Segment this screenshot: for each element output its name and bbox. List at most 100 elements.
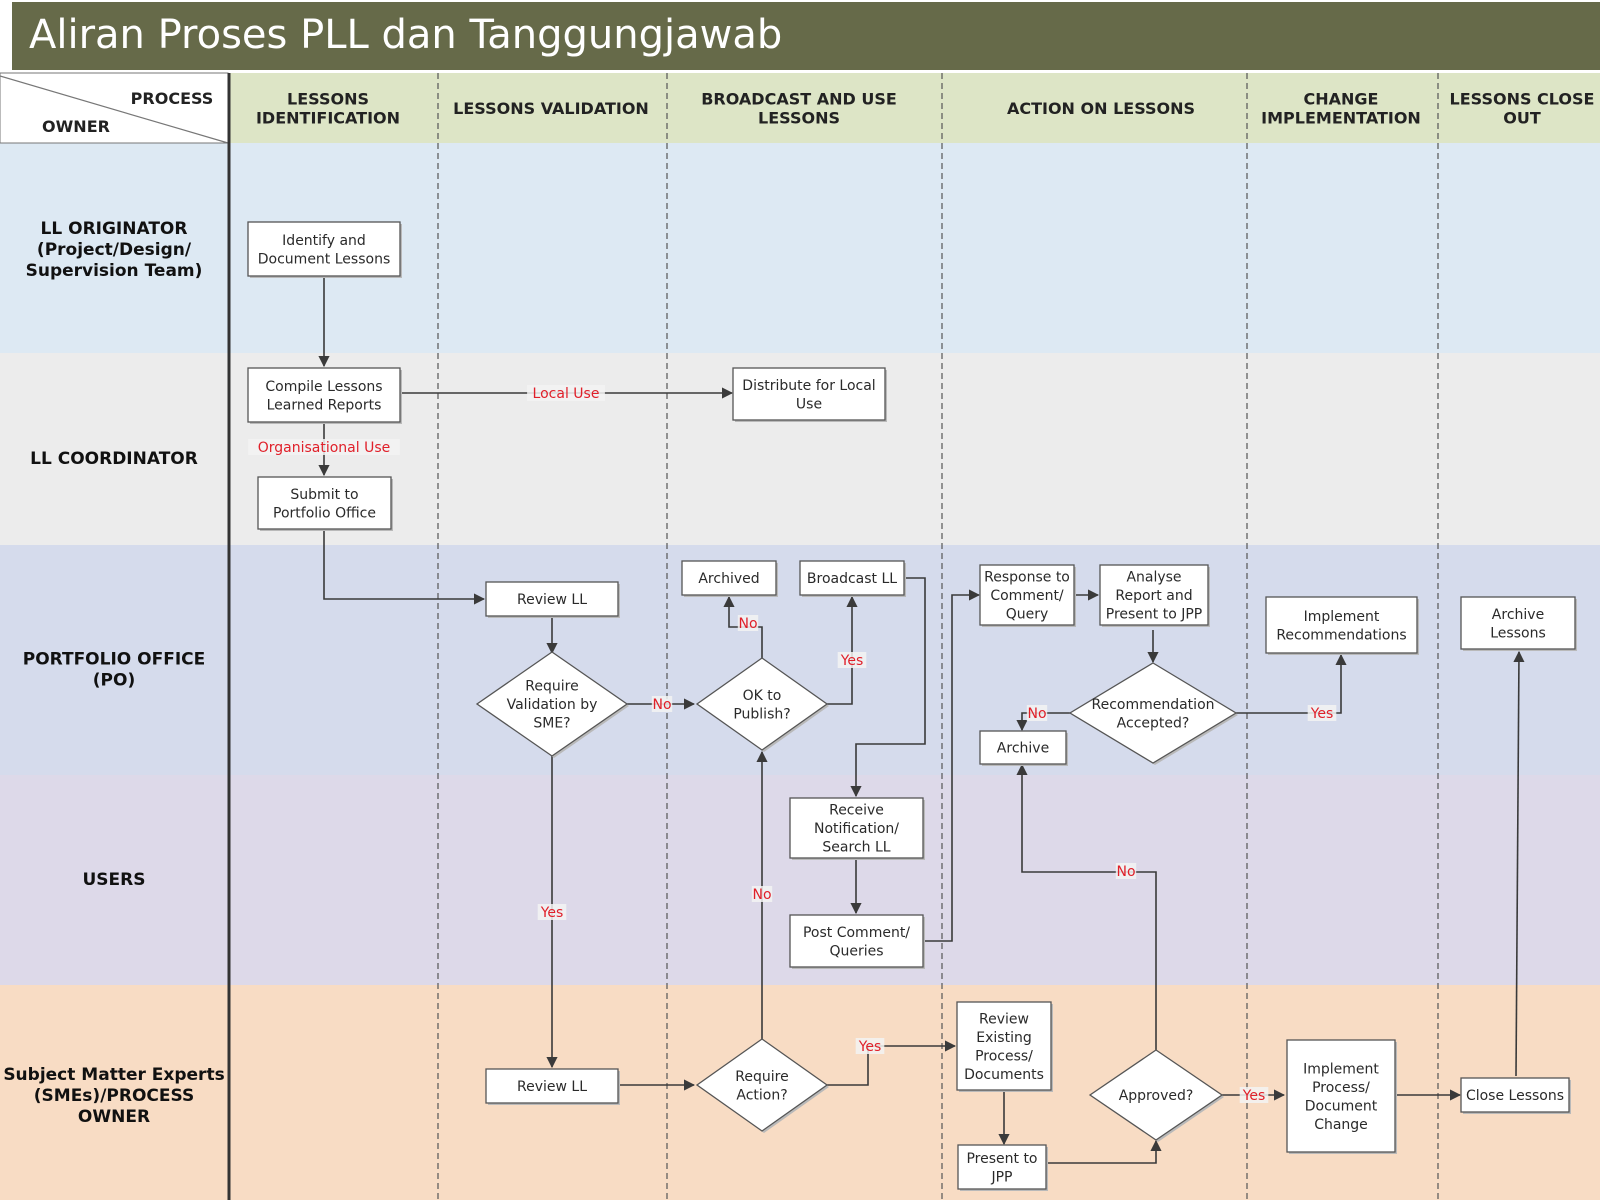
edge-label-bg bbox=[537, 904, 567, 920]
swimlane-bg bbox=[0, 143, 1600, 353]
broadcast-ll-box: Broadcast LL bbox=[799, 560, 906, 597]
edge-label: No bbox=[1116, 864, 1135, 880]
close-lessons-box: Close Lessons bbox=[1460, 1077, 1571, 1114]
edge-label: No bbox=[1027, 706, 1046, 722]
flow-arrow bbox=[1236, 653, 1347, 714]
edge-label: Organisational Use bbox=[258, 440, 391, 456]
node-label: Post Comment/Queries bbox=[803, 925, 910, 960]
flow-arrow bbox=[1020, 1139, 1162, 1164]
node-label: Review LL bbox=[517, 1079, 587, 1095]
edge-label: Yes bbox=[840, 653, 864, 669]
lane-label: LL COORDINATOR bbox=[30, 449, 198, 469]
node-shape bbox=[257, 476, 392, 530]
edge-label: Yes bbox=[858, 1039, 882, 1055]
flow-arrow bbox=[1016, 712, 1074, 732]
edge-label-bg bbox=[1307, 705, 1337, 721]
node-shape bbox=[1088, 1049, 1224, 1141]
post-comment-box: Post Comment/Queries bbox=[789, 914, 925, 969]
archive-box: Archive bbox=[979, 730, 1068, 766]
flow-arrow bbox=[850, 577, 926, 798]
flow-arrow bbox=[826, 595, 858, 705]
node-shape bbox=[789, 914, 924, 968]
approved-decision: Approved? bbox=[1088, 1049, 1224, 1142]
node-shape bbox=[957, 1144, 1047, 1190]
process-header-label: PROCESS bbox=[131, 89, 214, 108]
flow-arrow bbox=[826, 1040, 957, 1086]
node-shape bbox=[1286, 1039, 1396, 1153]
edge-label: Local Use bbox=[533, 386, 600, 402]
node-shape bbox=[475, 651, 629, 757]
edge-label-bg bbox=[751, 886, 773, 902]
node-shape bbox=[485, 581, 619, 617]
node-shape bbox=[695, 1038, 829, 1132]
lane-label: LL ORIGINATOR(Project/Design/Supervision… bbox=[26, 219, 203, 281]
edge-label-bg bbox=[527, 385, 605, 401]
flow-arrow bbox=[323, 529, 486, 605]
node-shape bbox=[695, 657, 829, 751]
node-shape bbox=[1460, 1077, 1570, 1113]
edge-label: Yes bbox=[1310, 706, 1334, 722]
edge-label: Yes bbox=[1242, 1088, 1266, 1104]
node-shape bbox=[681, 560, 777, 596]
review-ll-po-box: Review LL bbox=[485, 581, 620, 618]
edge-label: No bbox=[752, 887, 771, 903]
flow-arrow bbox=[1016, 763, 1157, 1050]
node-shape bbox=[1460, 596, 1576, 650]
archived-box: Archived bbox=[681, 560, 778, 597]
owner-header-label: OWNER bbox=[42, 117, 110, 136]
node-shape bbox=[979, 564, 1075, 626]
flow-arrow bbox=[923, 589, 981, 942]
flow-arrow bbox=[1513, 650, 1525, 1077]
node-shape bbox=[732, 367, 886, 421]
corner-diagonal bbox=[0, 75, 229, 144]
node-label: Review LL bbox=[517, 592, 587, 608]
edge-label-bg bbox=[1115, 863, 1137, 879]
node-shape bbox=[789, 797, 924, 859]
edge-label-bg bbox=[837, 652, 867, 668]
column-header: ACTION ON LESSONS bbox=[1007, 99, 1195, 118]
edge-label-bg bbox=[1026, 705, 1048, 721]
node-shape bbox=[247, 367, 401, 423]
node-shape bbox=[1265, 596, 1418, 654]
header-row-bg bbox=[0, 73, 1600, 143]
node-shape bbox=[1068, 662, 1238, 764]
node-shape bbox=[1099, 564, 1209, 626]
node-shape bbox=[247, 221, 401, 277]
edge-label-bg bbox=[1239, 1087, 1269, 1103]
node-label: Approved? bbox=[1119, 1088, 1194, 1104]
edge-label: No bbox=[652, 697, 671, 713]
column-header: LESSONS VALIDATION bbox=[453, 99, 649, 118]
edge-label: Yes bbox=[540, 905, 564, 921]
edge-label-bg bbox=[737, 615, 759, 631]
node-shape bbox=[956, 1001, 1052, 1091]
